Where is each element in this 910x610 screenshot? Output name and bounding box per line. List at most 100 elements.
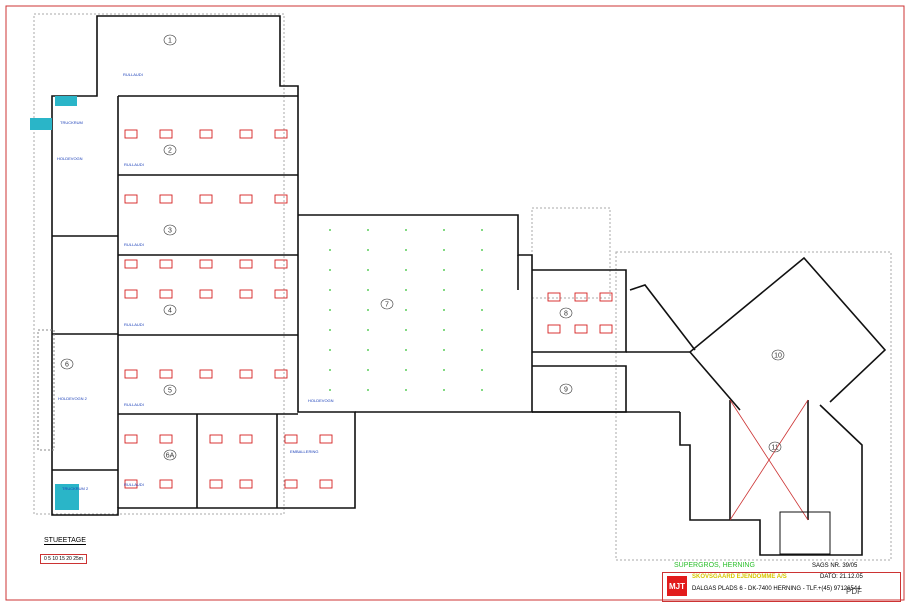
column-point [329, 349, 331, 351]
rack-marker [274, 369, 288, 379]
column-point [367, 309, 369, 311]
room-circle-3 [163, 224, 177, 236]
rack-marker [124, 369, 138, 379]
rack-marker [199, 129, 213, 139]
paper-border [5, 5, 905, 601]
dotted-boundary-east [615, 251, 892, 561]
stairs [30, 96, 79, 510]
column-point [405, 229, 407, 231]
room-circle-5 [163, 384, 177, 396]
room-number-10: 10 [774, 353, 782, 360]
rack-marker [547, 324, 561, 334]
rack-marker [284, 479, 298, 489]
column-point [481, 389, 483, 391]
column-point [367, 249, 369, 251]
rack-marker [274, 129, 288, 139]
room-circle-6A [163, 449, 177, 461]
column-point [329, 249, 331, 251]
column-point [405, 269, 407, 271]
rack-marker [199, 289, 213, 299]
rack-marker [239, 479, 253, 489]
company-address: DALGAS PLADS 6 - DK-7400 HERNING - TLF.+… [692, 586, 861, 592]
column-point [367, 269, 369, 271]
project-name: SUPERGROS, HERNING [674, 562, 755, 569]
drawing-date: DATO: 21.12.05 [820, 574, 863, 580]
label-rullaudi-1: RULLAUDI [123, 72, 143, 77]
case-number: SAGS NR. 39/05 [812, 563, 858, 569]
column-point [481, 349, 483, 351]
column-point [367, 389, 369, 391]
rack-marker [159, 369, 173, 379]
rack-marker [319, 479, 333, 489]
room-circle-9 [559, 383, 573, 395]
label-rullaudi-5: RULLAUDI [124, 402, 144, 407]
room-number-11: 11 [771, 445, 778, 452]
column-point [443, 249, 445, 251]
west-building-walls [51, 15, 356, 516]
rack-marker [209, 434, 223, 444]
room-circle-11 [768, 441, 782, 453]
column-point [481, 249, 483, 251]
label-holdevogn-2: HOLDEVOGN 2 [58, 396, 88, 401]
column-point [481, 289, 483, 291]
label-emballering: EMBALLERING [290, 449, 318, 454]
room-circle-4 [163, 304, 177, 316]
wing-10-walls [626, 256, 887, 411]
area-8-9-walls [532, 269, 680, 413]
column-grid [329, 229, 483, 391]
column-point [367, 289, 369, 291]
rack-markers [124, 129, 613, 489]
rack-marker [124, 434, 138, 444]
room-number-8: 8 [564, 311, 568, 318]
column-point [367, 369, 369, 371]
column-point [329, 289, 331, 291]
label-rullaudi-2: RULLAUDI [124, 162, 144, 167]
column-point [443, 289, 445, 291]
room-number-5: 5 [168, 388, 172, 395]
column-point [481, 229, 483, 231]
column-point [329, 269, 331, 271]
label-truckrum-2: TRUCKRUM 2 [62, 486, 89, 491]
rack-marker [547, 292, 561, 302]
column-point [329, 329, 331, 331]
column-point [481, 269, 483, 271]
column-point [443, 269, 445, 271]
rack-marker [199, 259, 213, 269]
label-rullaudi-6: RULLAUDI [124, 482, 144, 487]
rack-marker [239, 194, 253, 204]
pdf-icon[interactable]: PDF [846, 587, 862, 596]
room-number-6A: 6A [166, 453, 175, 460]
column-point [443, 389, 445, 391]
column-point [405, 389, 407, 391]
column-point [481, 329, 483, 331]
rack-marker [239, 289, 253, 299]
column-point [329, 309, 331, 311]
room-number-7: 7 [385, 302, 389, 309]
area-11-walls [679, 399, 863, 556]
floor-label: STUEETAGE [44, 537, 86, 545]
column-point [405, 289, 407, 291]
scale-bar: 0 5 10 15 20 25m [40, 554, 87, 564]
column-point [329, 389, 331, 391]
company-logo: MJT [667, 576, 687, 596]
dotted-boundary-west [33, 13, 285, 515]
title-block [662, 572, 901, 602]
room-number-6: 6 [65, 362, 69, 369]
column-point [443, 329, 445, 331]
dotted-boundary-mid [531, 207, 611, 299]
label-rullaudi-3: RULLAUDI [124, 242, 144, 247]
rack-marker [199, 194, 213, 204]
rack-marker [124, 129, 138, 139]
room-circle-1 [163, 34, 177, 46]
label-rullaudi-4: RULLAUDI [124, 322, 144, 327]
rack-marker [159, 434, 173, 444]
rack-marker [319, 434, 333, 444]
rack-marker [274, 194, 288, 204]
rack-marker [239, 259, 253, 269]
column-point [481, 309, 483, 311]
rack-marker [159, 194, 173, 204]
rack-marker [599, 324, 613, 334]
column-point [405, 349, 407, 351]
